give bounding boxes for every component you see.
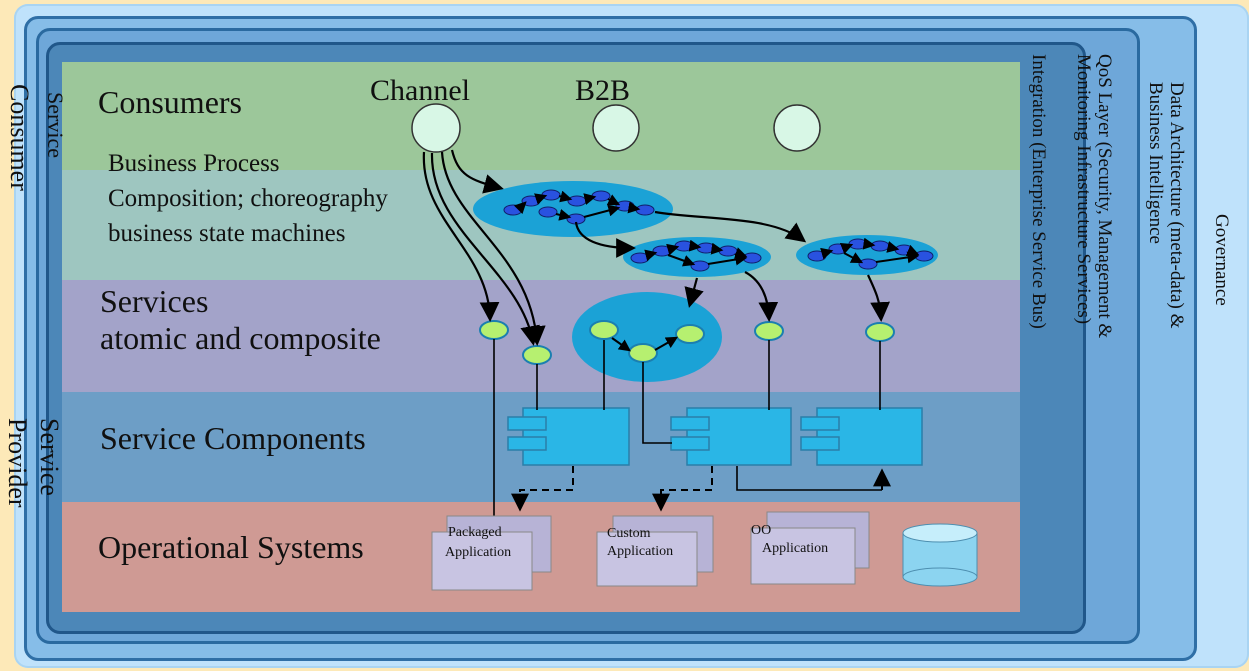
- service-dot-2: [522, 345, 552, 365]
- database-icon: [902, 523, 978, 587]
- business-process-line-2: Composition; choreography: [108, 185, 388, 212]
- consumers-band: [62, 62, 1020, 170]
- b2b-consumer-node: [592, 104, 640, 152]
- service-dot-5: [675, 324, 705, 344]
- service-consumer-line-2: Consumer: [5, 84, 34, 191]
- governance-label: Governance: [1211, 214, 1232, 306]
- service-dot-3: [589, 320, 619, 340]
- service-dot-7: [865, 322, 895, 342]
- consumers-label: Consumers: [98, 84, 242, 120]
- business-process-line-3: business state machines: [108, 220, 346, 247]
- service-dot-6: [754, 321, 784, 341]
- packaged-app-line-1: Packaged: [448, 525, 502, 540]
- integration-label: Integration (Enterprise Service Bus): [1028, 54, 1049, 329]
- b2b-label: B2B: [575, 74, 631, 107]
- service-provider-line-1: Service: [35, 418, 64, 496]
- oo-app-line-2: Application: [762, 541, 829, 556]
- channel-label: Channel: [370, 74, 470, 107]
- operational-systems-label: Operational Systems: [98, 529, 364, 565]
- custom-app-line-2: Application: [607, 544, 674, 559]
- channel-consumer-node: [411, 103, 461, 153]
- data-arch-line-1: Data Architecture (meta-data) &: [1166, 82, 1187, 329]
- service-consumer-line-1: Service: [43, 92, 68, 158]
- third-consumer-node: [773, 104, 821, 152]
- packaged-app-line-2: Application: [445, 545, 512, 560]
- service-provider-line-2: Provider: [3, 418, 32, 508]
- process-ellipse-main: [473, 181, 673, 237]
- custom-app-line-1: Custom: [607, 526, 651, 541]
- oo-app-line-1: OO: [751, 523, 772, 538]
- services-line-1: Services: [100, 283, 209, 319]
- data-arch-line-2: Business Intelligence: [1145, 82, 1166, 244]
- qos-line-2: Monitoring Infrastructure Services): [1073, 54, 1094, 325]
- qos-line-1: QoS Layer (Security, Management &: [1094, 54, 1115, 339]
- services-composite-ellipse: [572, 292, 722, 382]
- services-line-2: atomic and composite: [100, 320, 381, 356]
- service-dot-1: [479, 320, 509, 340]
- business-process-line-1: Business Process: [108, 150, 280, 177]
- service-dot-4: [628, 343, 658, 363]
- service-components-label: Service Components: [100, 420, 366, 456]
